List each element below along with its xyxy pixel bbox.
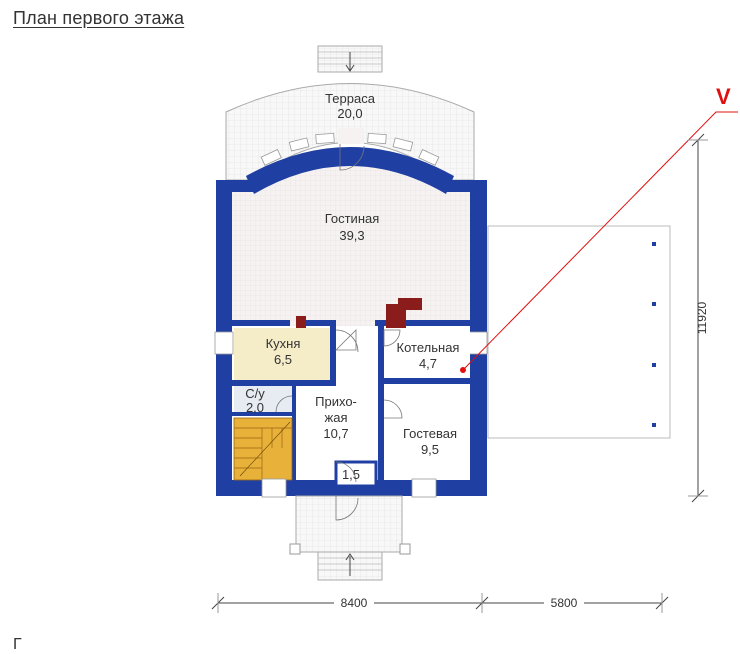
room-area-bath: 2,0: [246, 400, 264, 415]
post-marker: [652, 363, 656, 367]
room-label-hall-2: жая: [325, 410, 348, 425]
top-steps: [317, 45, 383, 73]
living-room-floor: [232, 160, 470, 326]
annex-outline: [487, 225, 671, 439]
post-marker: [652, 242, 656, 246]
dimension-depth: [688, 133, 708, 503]
room-label-bath: С/у: [245, 386, 265, 401]
side-windows: [214, 331, 488, 355]
dimension-width: [211, 593, 669, 613]
room-label-terrace: Терраса: [325, 91, 376, 106]
room-area-hall: 10,7: [323, 426, 348, 441]
post-marker: [652, 423, 656, 427]
room-area-living: 39,3: [339, 228, 364, 243]
chimney: [296, 298, 422, 328]
room-label-hall: Прихо-: [315, 394, 357, 409]
room-area-vestibule: 1,5: [342, 467, 360, 482]
staircase: [233, 417, 293, 481]
room-area-boiler: 4,7: [419, 356, 437, 371]
red-pointer: [460, 111, 738, 373]
dimension-depth-label: 11920: [695, 301, 709, 334]
terrace-door: [338, 128, 365, 171]
bottom-windows: [261, 478, 437, 498]
dimension-width-annex-label: 5800: [551, 596, 578, 610]
kitchen-floor: [234, 328, 330, 380]
room-label-kitchen: Кухня: [266, 336, 301, 351]
post-marker: [652, 302, 656, 306]
room-label-living: Гостиная: [325, 211, 380, 226]
corner-mark: V: [716, 84, 731, 109]
room-label-boiler: Котельная: [397, 340, 460, 355]
entrance-porch: [289, 495, 411, 581]
interior-walls: [232, 320, 470, 486]
vestibule: [334, 460, 378, 488]
room-area-kitchen: 6,5: [274, 352, 292, 367]
bottom-mark: Г: [13, 636, 22, 653]
dimension-width-main-label: 8400: [341, 596, 368, 610]
room-label-guest: Гостевая: [403, 426, 457, 441]
bay-windows: [260, 132, 440, 166]
guest-room-floor: [384, 384, 470, 480]
room-area-terrace: 20,0: [337, 106, 362, 121]
room-area-guest: 9,5: [421, 442, 439, 457]
page-title: План первого этажа: [13, 8, 185, 28]
